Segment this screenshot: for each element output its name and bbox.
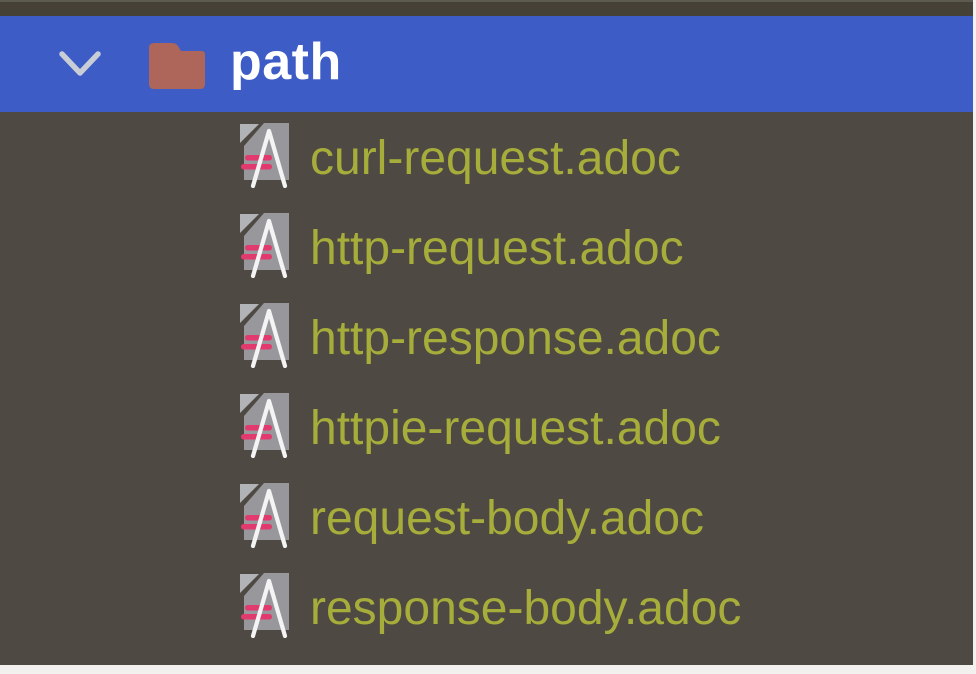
tree-row-folder-path[interactable]: path [0,16,976,112]
file-name: request-body.adoc [310,492,705,545]
panel-top-edge [0,0,976,16]
file-name: curl-request.adoc [310,132,681,185]
adoc-file-icon [232,300,292,368]
adoc-file-icon [232,480,292,548]
tree-row-file[interactable]: request-body.adoc [0,472,976,562]
tree-row-file[interactable]: httpie-request.adoc [0,382,976,472]
chevron-down-icon[interactable] [58,50,102,78]
file-name: response-body.adoc [310,582,742,635]
page-edge-bottom [0,665,976,674]
page-edge-right [973,0,976,674]
tree-row-file[interactable]: response-body.adoc [0,562,976,652]
adoc-file-icon [232,210,292,278]
tree-row-file[interactable]: http-response.adoc [0,292,976,382]
adoc-file-icon [232,390,292,458]
tree-row-file[interactable]: curl-request.adoc [0,112,976,202]
file-tree: path curl-request.adoc http-request.adoc… [0,16,976,652]
folder-icon [146,38,208,90]
file-name: httpie-request.adoc [310,402,721,455]
file-name: http-response.adoc [310,312,721,365]
adoc-file-icon [232,570,292,638]
tree-row-file[interactable]: http-request.adoc [0,202,976,292]
file-name: http-request.adoc [310,222,684,275]
folder-name: path [230,33,342,91]
adoc-file-icon [232,120,292,188]
